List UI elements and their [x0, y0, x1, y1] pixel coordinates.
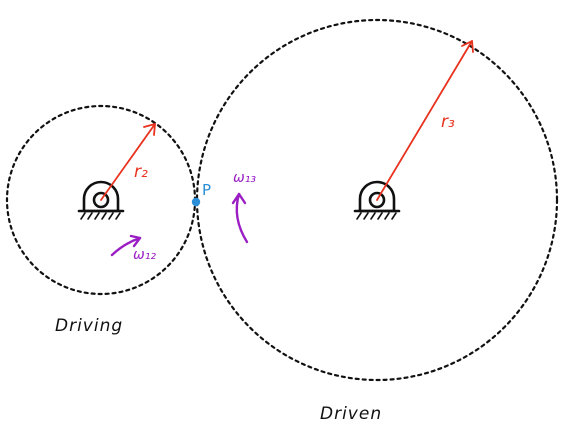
driven-pitch-circle — [195, 18, 559, 382]
radius-r2-arrow — [100, 123, 156, 201]
radius-r3-arrow — [376, 40, 474, 201]
contact-point-label: P — [202, 181, 211, 199]
contact-point-marker — [191, 197, 201, 207]
omega13-label: ω₁₃ — [233, 170, 256, 186]
driving-pivot-icon — [77, 180, 125, 220]
omega12-label: ω₁₂ — [133, 247, 156, 263]
radius-r2-label: r₂ — [134, 162, 148, 182]
driven-caption: Driven — [320, 404, 382, 424]
omega12-rotation-arrow — [110, 234, 142, 257]
radius-r3-label: r₃ — [441, 112, 455, 132]
driving-caption: Driving — [55, 316, 123, 336]
driven-pivot-icon — [353, 180, 401, 220]
omega13-rotation-arrow — [231, 192, 249, 244]
